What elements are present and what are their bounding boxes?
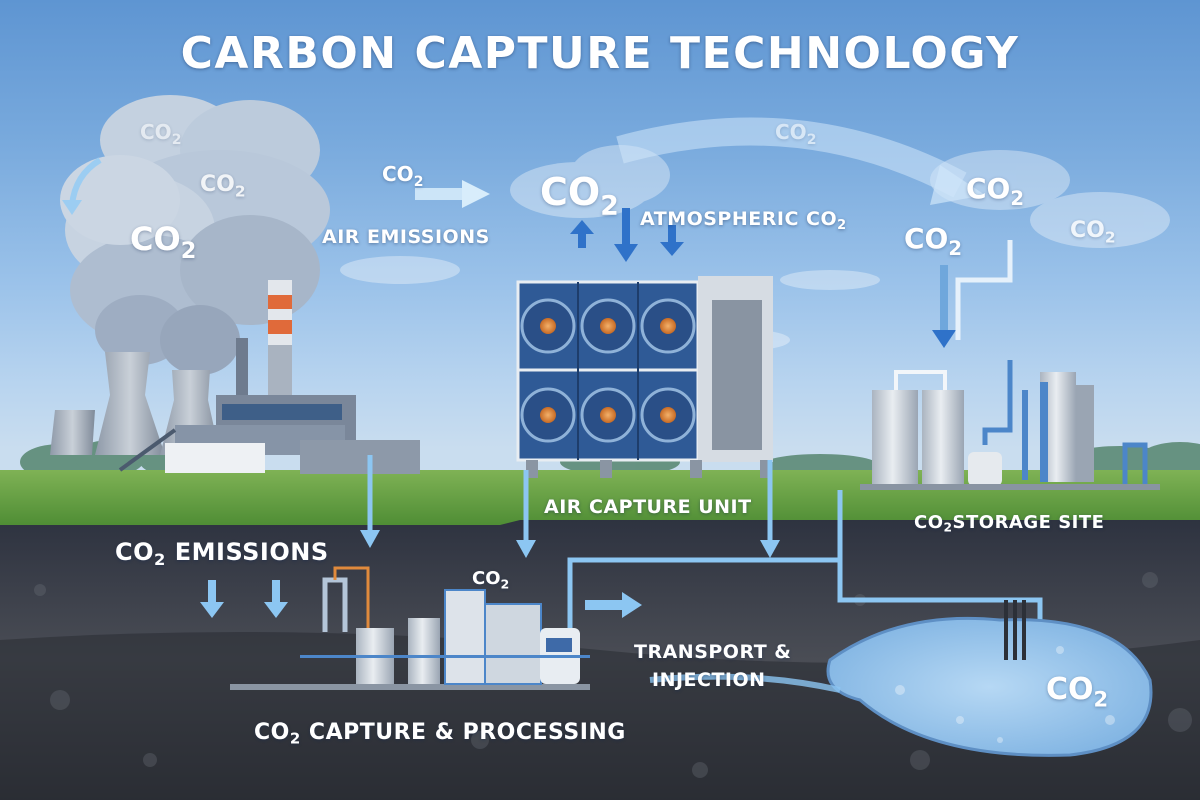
arrow-right-icon [585,600,625,610]
co2-tag: CO2 [1046,672,1109,712]
co2-tag: CO2 [472,568,510,592]
capture-processing-facility [230,566,590,690]
injection-wells [1004,600,1026,660]
co2-tag: CO2 [1070,218,1116,247]
co2-tag: CO2 [966,172,1024,210]
label-air-emissions: AIR EMISSIONS [322,226,490,248]
arrow-down-icons [200,530,780,618]
co2-tag: CO2 [382,162,424,190]
air-capture-unit [516,276,773,478]
power-plant [50,280,420,474]
label-atmospheric-co2: ATMOSPHERIC CO2 [640,208,847,233]
page-title: CARBON CAPTURE TECHNOLOGY [180,28,1020,79]
co2-tag: CO2 [200,172,246,201]
label-transport-injection: TRANSPORT &INJECTION [634,641,792,691]
arrow-down-icon [940,265,948,335]
label-capture-processing: CO2 CAPTURE & PROCESSING [254,720,626,748]
co2-tag: CO2 [904,222,962,260]
co2-tag: CO2 [540,170,619,222]
co2-tag: CO2 [140,120,182,148]
label-storage-site: CO2STORAGE SITE [914,512,1105,535]
arrow-right-icon [415,188,465,200]
label-co2-emissions: CO2 EMISSIONS [115,538,329,569]
co2-tag: CO2 [775,120,817,148]
label-air-capture-unit: AIR CAPTURE UNIT [544,496,752,518]
emissions-cloud [60,95,330,375]
storage-site [860,360,1160,490]
co2-reservoir [826,616,1153,757]
co2-tag: CO2 [130,220,197,264]
atmospheric-arrows [570,208,684,262]
arc-arrow-icon [616,117,967,198]
